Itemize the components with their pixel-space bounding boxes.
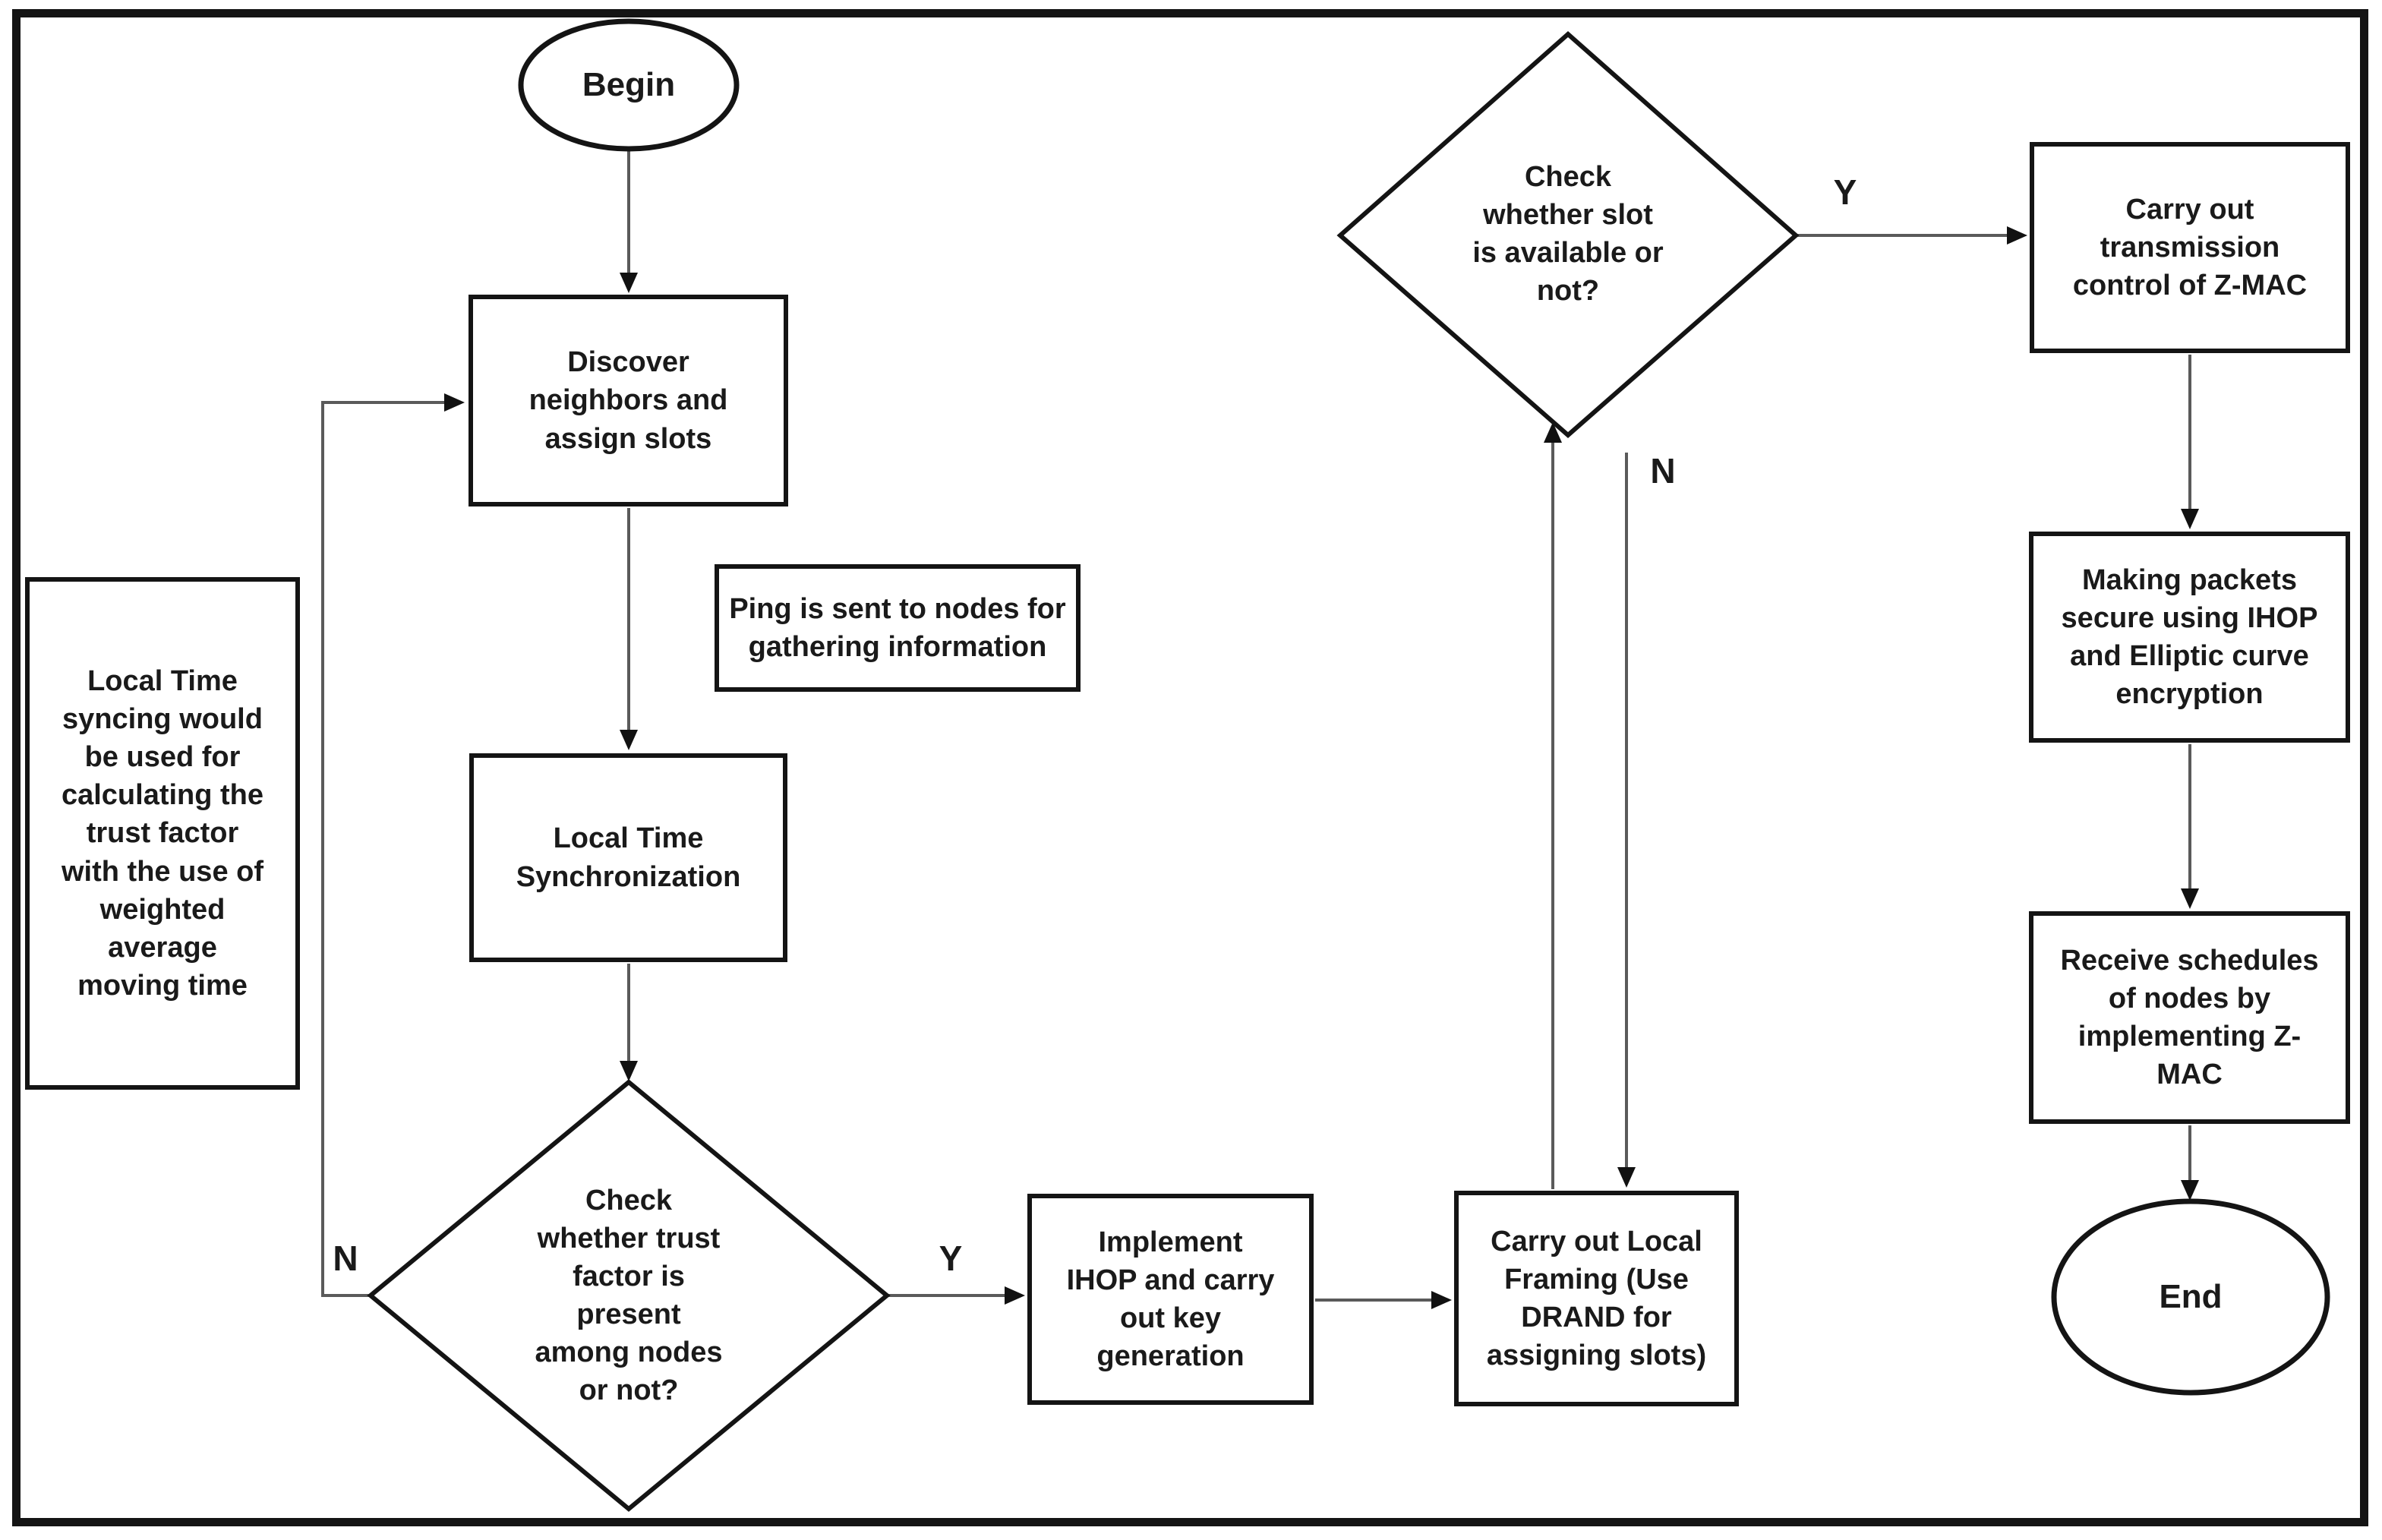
arrowhead-begin-to-discover [620,273,638,293]
process-receive-schedules-label: Receive schedules of nodes by implementi… [2060,944,2319,1091]
trust-decision-no-label: N [333,1239,358,1278]
arrowhead-loop-to-discover [444,393,465,412]
arrowhead-receiveschedules-to-end [2181,1180,2199,1201]
trust-decision-diamond [367,1079,891,1512]
process-discover-neighbors-label: Discover neighbors and assign slots [528,346,728,455]
arrowhead-trust-yes-to-implementihop [1005,1286,1025,1305]
end-label: End [2159,1277,2223,1315]
arrowhead-implementihop-to-localframing [1431,1291,1452,1309]
annotation-local-time-syncing-label: Local Time syncing would be used for cal… [61,664,264,1002]
arrowhead-slot-no-to-localframing [1617,1167,1636,1188]
annotation-local-time-syncing: Local Time syncing would be used for cal… [25,577,300,1090]
arrowhead-localtimesync-to-trustdecision [620,1061,638,1081]
process-local-time-synchronization: Local Time Synchronization [469,753,787,962]
process-secure-packets: Making packets secure using IHOP and Ell… [2029,532,2350,743]
outer-border [12,9,2368,1526]
process-local-time-synchronization-label: Local Time Synchronization [516,822,741,893]
slot-decision-label: Check whether slot is available or not? [1472,160,1664,308]
process-local-framing: Carry out Local Framing (Use DRAND for a… [1454,1191,1739,1406]
slot-decision-no-label: N [1650,451,1676,491]
arrowhead-slot-yes-to-zmaccontrol [2007,226,2027,245]
process-zmac-transmission-control-label: Carry out transmission control of Z-MAC [2072,193,2308,302]
process-zmac-transmission-control: Carry out transmission control of Z-MAC [2030,142,2350,353]
process-implement-ihop-label: Implement IHOP and carry out key generat… [1066,1226,1275,1373]
begin-label: Begin [582,65,676,103]
process-local-framing-label: Carry out Local Framing (Use DRAND for a… [1486,1225,1707,1372]
arrowheads [444,226,2199,1309]
slot-decision-yes-label: Y [1833,172,1857,212]
connector-lines [321,150,2191,1302]
arrowhead-discover-to-localtimesync [620,730,638,750]
arrow-trustdecision-no-loop-to-discover [321,401,446,1297]
annotation-ping-nodes-label: Ping is sent to nodes for gathering info… [729,592,1066,663]
arrowhead-zmaccontrol-to-securepackets [2181,509,2199,529]
slot-decision-diamond [1336,30,1800,438]
end-terminator-ellipse [2051,1198,2330,1396]
process-implement-ihop: Implement IHOP and carry out key generat… [1027,1194,1314,1405]
arrowhead-securepackets-to-receiveschedules [2181,888,2199,909]
begin-terminator-ellipse [518,18,740,152]
annotation-ping-nodes: Ping is sent to nodes for gathering info… [715,564,1081,692]
process-secure-packets-label: Making packets secure using IHOP and Ell… [2061,563,2318,711]
process-receive-schedules: Receive schedules of nodes by implementi… [2029,911,2350,1124]
arrowhead-localframing-to-slotdecision [1544,422,1562,443]
process-discover-neighbors: Discover neighbors and assign slots [469,295,788,506]
trust-decision-yes-label: Y [939,1239,963,1278]
trust-decision-label: Check whether trust factor is present am… [535,1184,723,1407]
